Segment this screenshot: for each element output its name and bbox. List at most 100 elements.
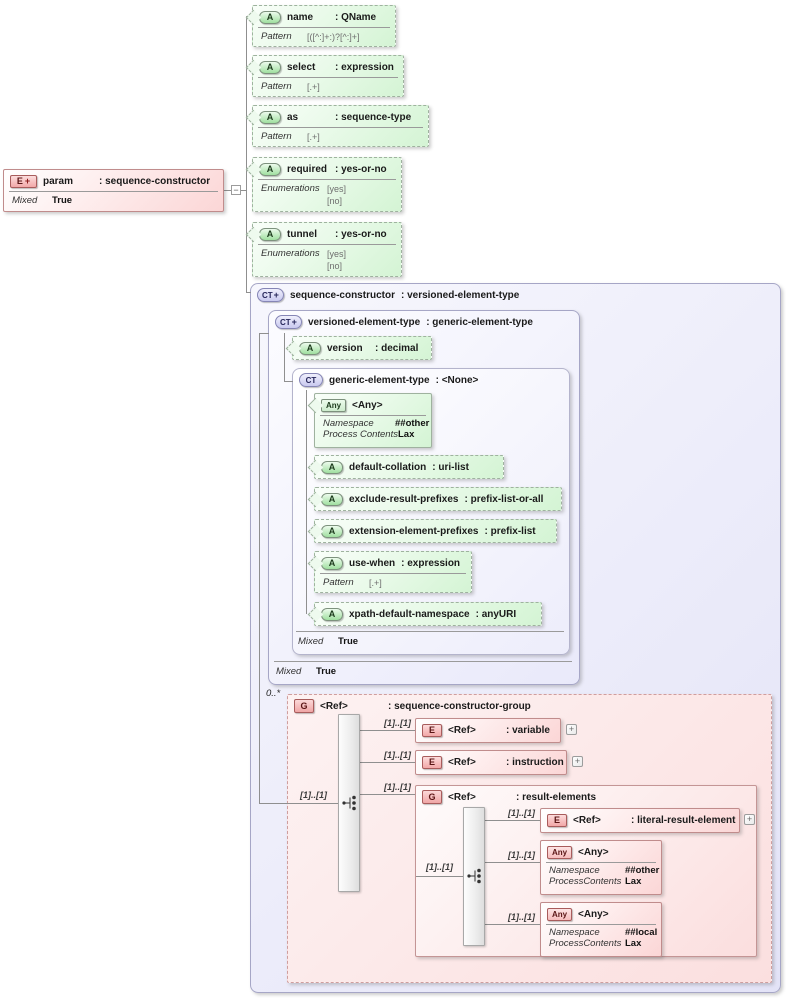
any-wildcard-box[interactable]: Any <Any> Namespace##other Process Conte… <box>314 393 432 448</box>
facet-value: True <box>52 195 73 206</box>
complextype-icon: CT+ <box>257 288 284 302</box>
any-icon: Any <box>547 907 572 921</box>
plus-glyph: + <box>24 175 31 186</box>
facet-label: Pattern <box>261 81 292 92</box>
cardinality-label: [1]..[1] <box>300 790 327 800</box>
attribute-name: exclude-result-prefixes <box>349 493 459 505</box>
attribute-header: A exclude-result-prefixes : prefix-list-… <box>315 488 561 509</box>
divider <box>274 661 572 662</box>
attribute-header: A as : sequence-type <box>253 106 428 127</box>
facet-value: [.+] <box>369 578 382 588</box>
element-ref: <Ref> <box>448 756 476 768</box>
attribute-tunnel-box[interactable]: A tunnel : yes-or-no Enumerations [yes][… <box>252 222 402 277</box>
any-header: Any <Any> <box>315 394 431 415</box>
divider <box>296 631 564 632</box>
any-title: <Any> <box>578 846 609 858</box>
cardinality-label: [1]..[1] <box>508 912 535 922</box>
element-icon: E <box>422 755 442 769</box>
element-ref: <Ref> <box>448 724 476 736</box>
collapse-toggle[interactable]: − <box>231 185 241 195</box>
element-ref-instruction-box[interactable]: E <Ref> : instruction <box>415 750 567 775</box>
plus-glyph: + <box>291 316 297 327</box>
attribute-icon: A <box>299 341 321 355</box>
attribute-exclude-result-prefixes-box[interactable]: A exclude-result-prefixes : prefix-list-… <box>314 487 562 511</box>
cardinality-label: [1]..[1] <box>508 850 535 860</box>
facet-value: [no] <box>327 196 343 206</box>
element-ref-variable-box[interactable]: E <Ref> : variable <box>415 718 561 743</box>
connector <box>284 381 293 382</box>
element-param-box[interactable]: E+ param : sequence-constructor Mixed Tr… <box>3 169 224 212</box>
attribute-select-box[interactable]: A select : expression Pattern [.+] <box>252 55 404 97</box>
attribute-icon: A <box>259 10 281 24</box>
expand-toggle[interactable]: + <box>744 814 755 825</box>
attribute-header: A required : yes-or-no <box>253 158 401 179</box>
facet-value: [no] <box>327 261 343 271</box>
facet-label: Namespace <box>323 418 374 429</box>
attribute-icon: A <box>259 162 281 176</box>
element-name: : variable <box>506 724 550 736</box>
connector <box>484 820 540 821</box>
divider <box>258 244 396 245</box>
cardinality-label: [1]..[1] <box>384 750 411 760</box>
cardinality-label: [1]..[1] <box>384 718 411 728</box>
facet-values: [yes] [no] <box>327 248 346 272</box>
expand-toggle[interactable]: + <box>566 724 577 735</box>
facet-value: [yes] <box>327 249 347 259</box>
connector <box>416 876 463 877</box>
attribute-default-collation-box[interactable]: A default-collation : uri-list <box>314 455 504 479</box>
attribute-use-when-box[interactable]: A use-when : expression Pattern [.+] <box>314 551 472 593</box>
divider <box>258 127 423 128</box>
complextype-name: versioned-element-type <box>307 316 421 328</box>
mixed-label: Mixed <box>298 636 324 647</box>
facet-label: Enumerations <box>261 248 320 259</box>
element-header: E+ param : sequence-constructor <box>4 170 223 191</box>
group-name: : result-elements <box>516 791 597 803</box>
attribute-version-box[interactable]: A version : decimal <box>292 336 432 360</box>
facet-label: Process Contents <box>323 429 398 440</box>
attribute-header: A name : QName <box>253 6 395 27</box>
attribute-icon: A <box>321 607 343 621</box>
attribute-as-box[interactable]: A as : sequence-type Pattern [.+] <box>252 105 429 147</box>
mixed-label: Mixed <box>276 666 302 677</box>
any-icon: Any <box>321 398 346 412</box>
attribute-type: : anyURI <box>475 608 517 620</box>
expand-toggle[interactable]: + <box>572 756 583 767</box>
element-icon: E <box>547 813 567 827</box>
complextype-icon: CT <box>299 373 323 387</box>
attribute-extension-element-prefixes-box[interactable]: A extension-element-prefixes : prefix-li… <box>314 519 557 543</box>
complextype-icon: CT+ <box>275 315 302 329</box>
attribute-icon: A <box>321 556 343 570</box>
group-ref: <Ref> <box>448 791 476 803</box>
attribute-required-box[interactable]: A required : yes-or-no Enumerations [yes… <box>252 157 402 212</box>
attribute-name: extension-element-prefixes <box>349 525 479 537</box>
attribute-name: xpath-default-namespace <box>349 608 470 620</box>
attribute-type: : uri-list <box>432 461 469 473</box>
facet-label: Pattern <box>261 31 292 42</box>
facet-label: Pattern <box>261 131 292 142</box>
facet-label: Mixed <box>12 195 38 206</box>
complextype-name: sequence-constructor <box>289 289 395 301</box>
attribute-type: : prefix-list <box>484 525 536 537</box>
attribute-name: as <box>287 111 299 123</box>
attribute-header: A xpath-default-namespace : anyURI <box>315 603 541 624</box>
any-header: Any <Any> <box>541 903 661 924</box>
attribute-header: A select : expression <box>253 56 403 77</box>
attribute-xpath-default-namespace-box[interactable]: A xpath-default-namespace : anyURI <box>314 602 542 626</box>
element-icon: E+ <box>10 174 37 188</box>
complextype-base: : <None> <box>435 374 479 386</box>
any-wildcard-other-box[interactable]: Any <Any> Namespace##other ProcessConten… <box>540 840 662 895</box>
connector <box>259 803 339 804</box>
facet-row: Enumerations [yes] [no] <box>253 245 401 272</box>
attribute-name-box[interactable]: A name : QName Pattern [([^:]+:)?[^:]+] <box>252 5 396 47</box>
attribute-name: version <box>327 342 363 354</box>
complextype-base: : versioned-element-type <box>400 289 520 301</box>
mixed-row: Mixed True <box>298 636 358 647</box>
attribute-name: name <box>287 11 314 23</box>
attribute-type: : yes-or-no <box>335 163 387 175</box>
element-ref: <Ref> <box>573 814 601 826</box>
facet-values: [yes][no] <box>327 183 346 207</box>
any-wildcard-local-box[interactable]: Any <Any> Namespace##local ProcessConten… <box>540 902 662 957</box>
element-ref-literal-result-element-box[interactable]: E <Ref> : literal-result-element <box>540 808 740 833</box>
plus-glyph: + <box>273 289 279 300</box>
